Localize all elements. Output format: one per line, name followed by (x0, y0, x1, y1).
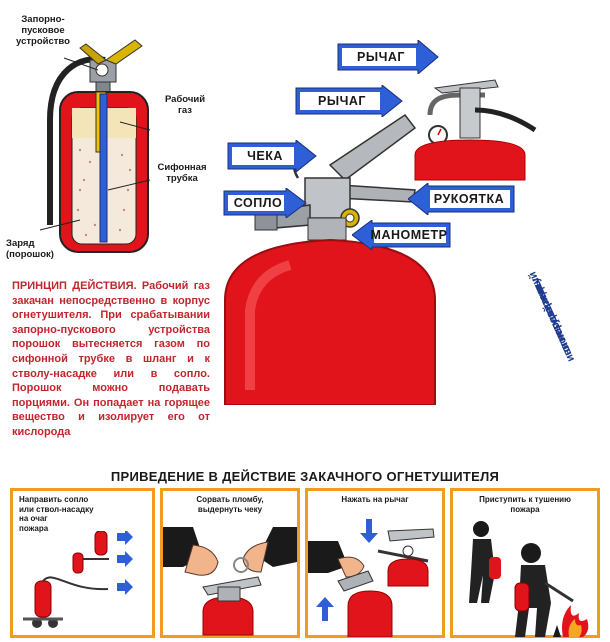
callout-nozzle: СОПЛО (222, 188, 308, 218)
callout-gauge: МАНОМЕТР (352, 220, 452, 250)
callout-lever-top: РЫЧАГ (336, 40, 440, 74)
cutaway-extinguisher (39, 39, 151, 253)
principle-body: Рабочий газ закачан непосредственно в ко… (12, 280, 210, 438)
steps-title: ПРИВЕДЕНИЕ В ДЕЙСТВИЕ ЗАКАЧНОГО ОГНЕТУШИ… (110, 469, 500, 484)
step-panel-3: Нажать на рычаг (305, 488, 445, 638)
callout-handle: РУКОЯТКА (408, 183, 516, 215)
press-lever-illustration (308, 519, 435, 637)
callout-lever: РЫЧАГ (294, 85, 404, 117)
recharge-note: исполь-зованный огнетушитель сдай на пер… (526, 269, 578, 364)
firefighters-illustration (469, 521, 589, 637)
principle-text: ПРИНЦИП ДЕЙСТВИЯ. Рабочий газ закачан не… (12, 279, 210, 440)
step-caption-3: Нажать на рычаг (341, 495, 409, 504)
label-charge: Заряд(порошок) (6, 238, 54, 260)
principle-heading: ПРИНЦИП ДЕЙСТВИЯ. (12, 280, 137, 292)
aim-illustration (23, 531, 133, 628)
callout-pin: ЧЕКА (226, 140, 318, 172)
step-caption-2: Сорвать пломбу,выдернуть чеку (196, 495, 264, 514)
pull-pin-illustration (163, 527, 297, 636)
step-panel-2: Сорвать пломбу,выдернуть чеку (160, 488, 300, 638)
